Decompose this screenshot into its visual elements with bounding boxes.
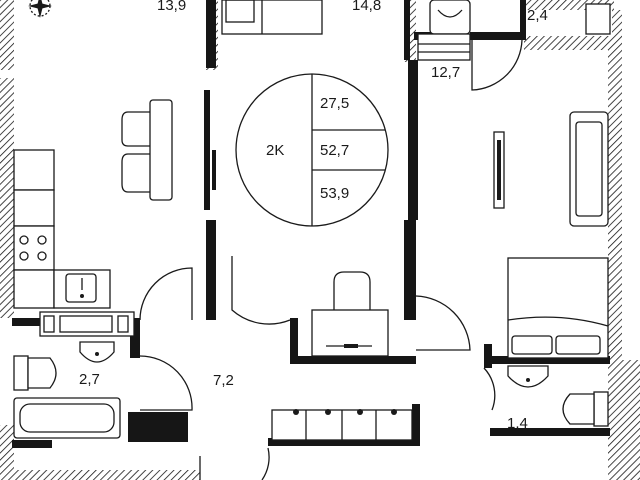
doors xyxy=(139,39,523,480)
kitchen-counter xyxy=(13,149,111,309)
armchair-icon xyxy=(429,0,471,35)
total-area-value: 52,7 xyxy=(320,142,350,159)
washbasin-icon xyxy=(79,341,115,363)
balcony-area-label: 2,4 xyxy=(527,7,548,24)
kitchen-area-label: 13,9 xyxy=(157,0,187,14)
interior-walls xyxy=(12,0,610,448)
toilet-area-label: 1,4 xyxy=(507,415,528,432)
desk-icon xyxy=(311,271,389,357)
tv-stand-icon xyxy=(493,131,505,209)
small-washbasin-icon xyxy=(507,365,549,388)
stove-icon xyxy=(19,235,47,261)
area-circle xyxy=(235,73,389,227)
compass-icon xyxy=(28,0,52,18)
kitchen-sink-icon xyxy=(65,273,97,303)
hallway-area-label: 7,2 xyxy=(213,372,234,389)
bathroom-area-label: 2,7 xyxy=(79,371,100,388)
double-bed-icon xyxy=(507,257,609,359)
washbasin-counter xyxy=(39,311,135,337)
apartment-type-label: 2K xyxy=(266,142,285,159)
living-area-value: 27,5 xyxy=(320,95,350,112)
bedroom-right-area-label: 12,7 xyxy=(431,64,461,81)
dining-table-icon xyxy=(121,99,173,201)
wardrobe-icon xyxy=(271,409,413,441)
total-with-balcony-value: 53,9 xyxy=(320,185,350,202)
sofa-icon xyxy=(569,111,609,227)
bathtub-icon xyxy=(13,397,121,439)
bedroom-top-area-label: 14,8 xyxy=(352,0,382,14)
balcony-door xyxy=(417,3,611,61)
wc-icon xyxy=(562,391,609,427)
bed-icon xyxy=(221,0,323,35)
toilet-icon xyxy=(13,355,57,391)
